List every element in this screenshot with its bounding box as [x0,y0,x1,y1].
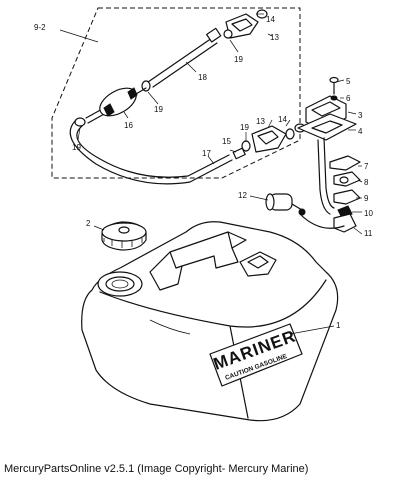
fuel-line-kit-boundary [51,7,301,179]
callout-12: 12 [238,191,247,200]
image-caption: MercuryPartsOnline v2.5.1 (Image Copyrig… [4,463,309,475]
float-8 [333,171,361,187]
callout-18: 18 [198,73,207,82]
screw-5 [329,76,339,95]
callout-2: 2 [86,219,91,228]
callout-13-lower: 13 [256,117,265,126]
hose-17 [69,119,233,185]
fuel-tank-1: MARINER CAUTION GASOLINE [81,221,339,422]
callout-19-mid: 19 [154,105,163,114]
callout-9-2: 9-2 [34,23,46,32]
hose-18 [147,27,222,88]
callout-14-upper: 14 [266,15,275,24]
callout-13-upper: 13 [270,33,279,42]
float-7 [329,155,361,171]
leader-lines [59,13,363,335]
callout-10: 10 [364,209,373,218]
connector-13-upper [223,9,268,39]
callout-5: 5 [346,77,351,86]
callout-17: 17 [202,149,211,158]
gauge-9 [333,189,361,205]
callout-3: 3 [358,111,363,120]
washer-6 [330,95,338,101]
primer-bulb-16 [85,87,147,124]
clamp-19-b [74,117,86,127]
connector-15 [232,147,246,160]
gas-cap-2 [101,221,147,251]
callout-19-upper: 19 [234,55,243,64]
pickup-tube [317,137,335,215]
bracket-11 [299,213,357,233]
callout-14-lower: 14 [278,115,287,124]
connector-13-lower [251,125,295,153]
callout-9: 9 [364,194,369,203]
callout-15: 15 [222,137,231,146]
clamp-19-a [141,80,151,92]
callout-7: 7 [364,162,369,171]
callout-19-lower: 19 [240,123,249,132]
filter-12 [265,193,306,216]
gasket-4 [297,113,357,141]
callout-19-left: 19 [72,143,81,152]
callout-8: 8 [364,178,369,187]
callout-6: 6 [346,94,351,103]
callout-4: 4 [358,127,363,136]
callout-11: 11 [364,229,373,238]
callout-1: 1 [336,321,341,330]
callout-16: 16 [124,121,133,130]
